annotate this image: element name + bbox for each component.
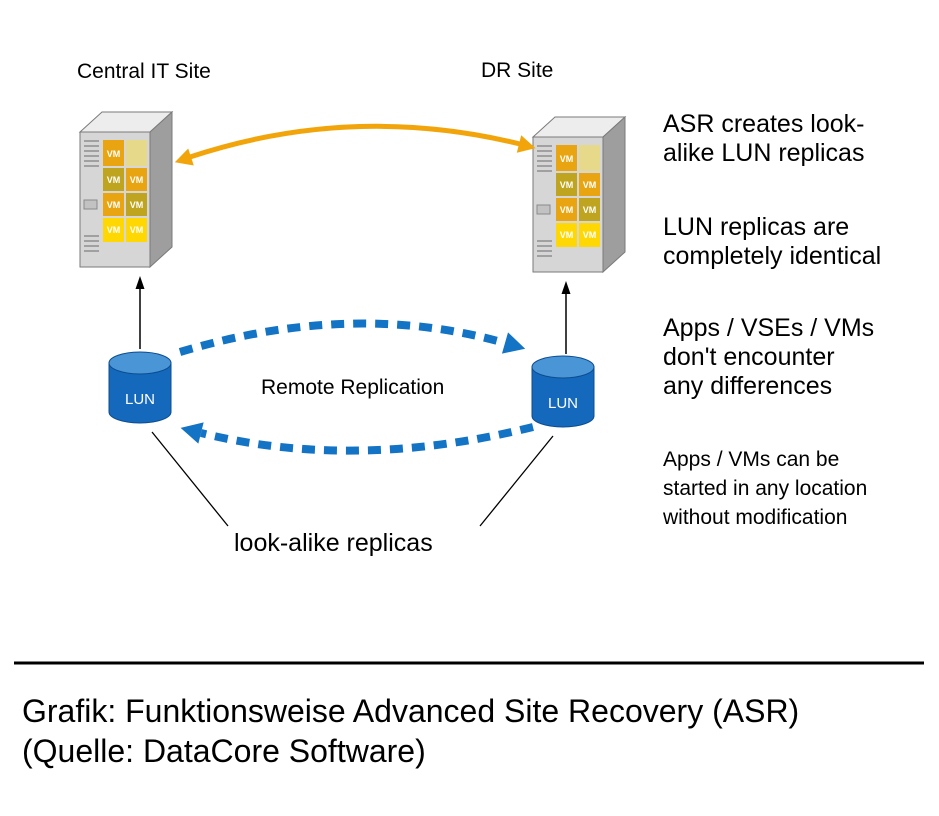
site-sync-arrow	[174, 123, 536, 166]
vm-badge: VM	[130, 225, 144, 235]
annotation-start-anywhere: Apps / VMs can be started in any locatio…	[663, 445, 933, 532]
vm-badge: VM	[107, 225, 121, 235]
vm-badge: VM	[130, 200, 144, 210]
central-lun-icon: LUN	[108, 351, 172, 424]
server-side-face	[602, 115, 626, 274]
vm-badge: VM	[560, 154, 574, 164]
replication-arrow-to-dr	[178, 319, 526, 356]
annotation-line: without modification	[663, 506, 848, 529]
annotation-line: Apps / VSEs / VMs	[663, 314, 875, 342]
annotation-line: started in any location	[663, 477, 868, 500]
server-drive-bay	[536, 204, 551, 215]
vm-panel: VM VM VM VM VM VM VM	[556, 145, 600, 247]
lun-label: LUN	[125, 391, 155, 408]
caption: Grafik: Funktionsweise Advanced Site Rec…	[22, 691, 799, 771]
dr-site-label: DR Site	[481, 59, 553, 82]
vm-badge: VM	[583, 205, 597, 215]
vm-badge: VM	[583, 230, 597, 240]
caption-line-2: (Quelle: DataCore Software)	[22, 733, 426, 769]
arrowhead-left	[180, 422, 204, 444]
vm-panel: VM VM VM VM VM VM VM	[103, 140, 147, 242]
vm-badge: VM	[560, 205, 574, 215]
annotation-asr-creates: ASR creates look- alike LUN replicas	[663, 110, 933, 168]
central-replica-pointer-line	[151, 431, 229, 527]
arrowhead-right	[516, 135, 536, 153]
vm-badge: VM	[560, 230, 574, 240]
server-side-face	[149, 110, 173, 269]
vm-badge: VM	[107, 175, 121, 185]
annotation-line: LUN replicas are	[663, 213, 850, 241]
central-site-label: Central IT Site	[77, 60, 211, 83]
dr-replica-pointer-line	[479, 435, 554, 527]
arrowhead-right	[501, 332, 526, 354]
arrowhead-left	[174, 148, 194, 166]
vm-badge: VM	[107, 200, 121, 210]
caption-line-1: Grafik: Funktionsweise Advanced Site Rec…	[22, 693, 800, 729]
lun-label: LUN	[548, 395, 578, 412]
annotation-line: alike LUN replicas	[663, 139, 865, 167]
annotation-line: completely identical	[663, 242, 882, 270]
annotation-line: Apps / VMs can be	[663, 448, 840, 471]
arrowhead-up	[561, 281, 571, 294]
vm-badge: VM	[560, 180, 574, 190]
annotation-line: ASR creates look-	[663, 110, 865, 138]
vm-badge: VM	[130, 175, 144, 185]
remote-replication-label: Remote Replication	[261, 376, 444, 399]
server-vents	[84, 140, 99, 252]
server-vents	[537, 145, 552, 257]
vm-badge: VM	[583, 180, 597, 190]
central-server-icon: VM VM VM VM VM VM VM	[78, 110, 174, 269]
annotation-line: don't encounter	[663, 343, 835, 371]
replication-arrow-to-central	[180, 422, 534, 455]
annotation-no-differences: Apps / VSEs / VMs don't encounter any di…	[663, 314, 933, 401]
dr-lun-icon: LUN	[531, 355, 595, 428]
replicas-label: look-alike replicas	[234, 529, 433, 557]
central-lun-link-arrow	[135, 276, 145, 349]
annotation-identical-replicas: LUN replicas are completely identical	[663, 213, 933, 271]
server-drive-bay	[83, 199, 98, 210]
dr-server-icon: VM VM VM VM VM VM VM	[531, 115, 627, 274]
arrowhead-up	[135, 276, 145, 289]
dr-lun-link-arrow	[561, 281, 571, 354]
vm-badge: VM	[107, 149, 121, 159]
annotation-line: any differences	[663, 372, 833, 400]
